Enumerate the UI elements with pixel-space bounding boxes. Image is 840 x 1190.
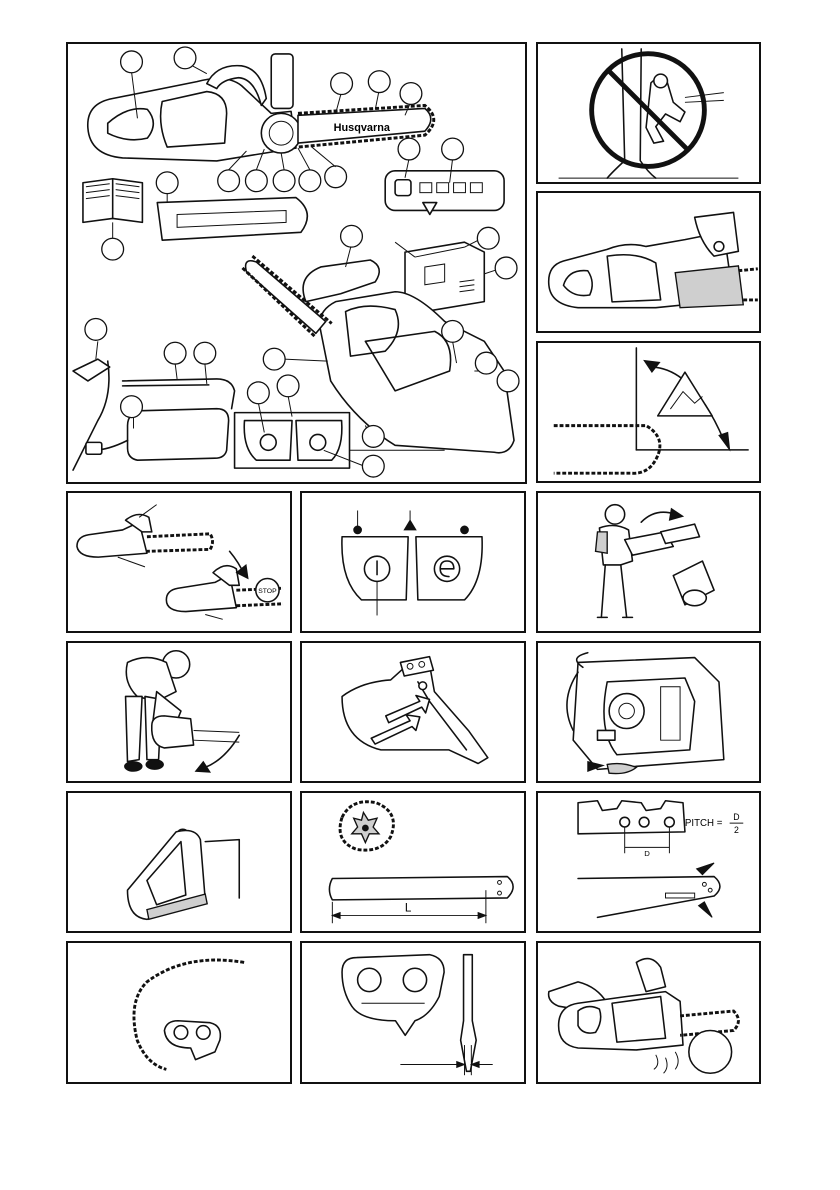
handle-arrows-panel bbox=[300, 641, 526, 783]
tensioning-panel bbox=[536, 641, 761, 783]
stop-sign-label: STOP bbox=[258, 588, 277, 595]
pitch-numerator: D bbox=[733, 812, 739, 822]
kickback-zone-panel bbox=[536, 341, 761, 483]
brand-text: Husqvarna bbox=[334, 122, 391, 134]
chain-gauge-illustration bbox=[68, 943, 290, 1082]
brake-stop-illustration: STOP bbox=[68, 493, 290, 631]
no-tree-climbing-panel bbox=[536, 42, 761, 184]
overview-illustration: Husqvarna bbox=[68, 44, 525, 482]
tensioning-illustration bbox=[538, 643, 759, 781]
chain-pitch-panel: D PITCH = D 2 bbox=[536, 791, 761, 933]
handle-detail-panel bbox=[66, 791, 292, 933]
handle-detail-illustration bbox=[68, 793, 290, 931]
brake-stop-panel: STOP bbox=[66, 491, 292, 633]
operator-kickback-illustration bbox=[538, 493, 759, 631]
starting-position-panel bbox=[66, 641, 292, 783]
length-label: L bbox=[405, 902, 412, 915]
chain-brake-guard-illustration bbox=[538, 193, 759, 331]
cutting-log-illustration bbox=[538, 943, 759, 1082]
chain-gauge-panel bbox=[66, 941, 292, 1084]
pitch-denominator: 2 bbox=[734, 825, 739, 835]
bar-length-panel: L bbox=[300, 791, 526, 933]
drive-d-label: D bbox=[644, 849, 650, 858]
operator-kickback-panel bbox=[536, 491, 761, 633]
bar-length-illustration: L bbox=[302, 793, 524, 931]
no-tree-climbing-illustration bbox=[538, 44, 759, 182]
file-gauge-illustration bbox=[302, 943, 524, 1082]
overview-panel: Husqvarna bbox=[66, 42, 527, 484]
keypad-illustration bbox=[302, 493, 524, 631]
cutting-log-panel bbox=[536, 941, 761, 1084]
handle-arrows-illustration bbox=[302, 643, 524, 781]
pitch-label: PITCH = bbox=[685, 818, 723, 829]
kickback-zone-illustration bbox=[538, 343, 759, 481]
starting-position-illustration bbox=[68, 643, 290, 781]
chain-pitch-illustration: D PITCH = D 2 bbox=[538, 793, 759, 931]
keypad-panel bbox=[300, 491, 526, 633]
file-gauge-panel bbox=[300, 941, 526, 1084]
chain-brake-guard-panel bbox=[536, 191, 761, 333]
